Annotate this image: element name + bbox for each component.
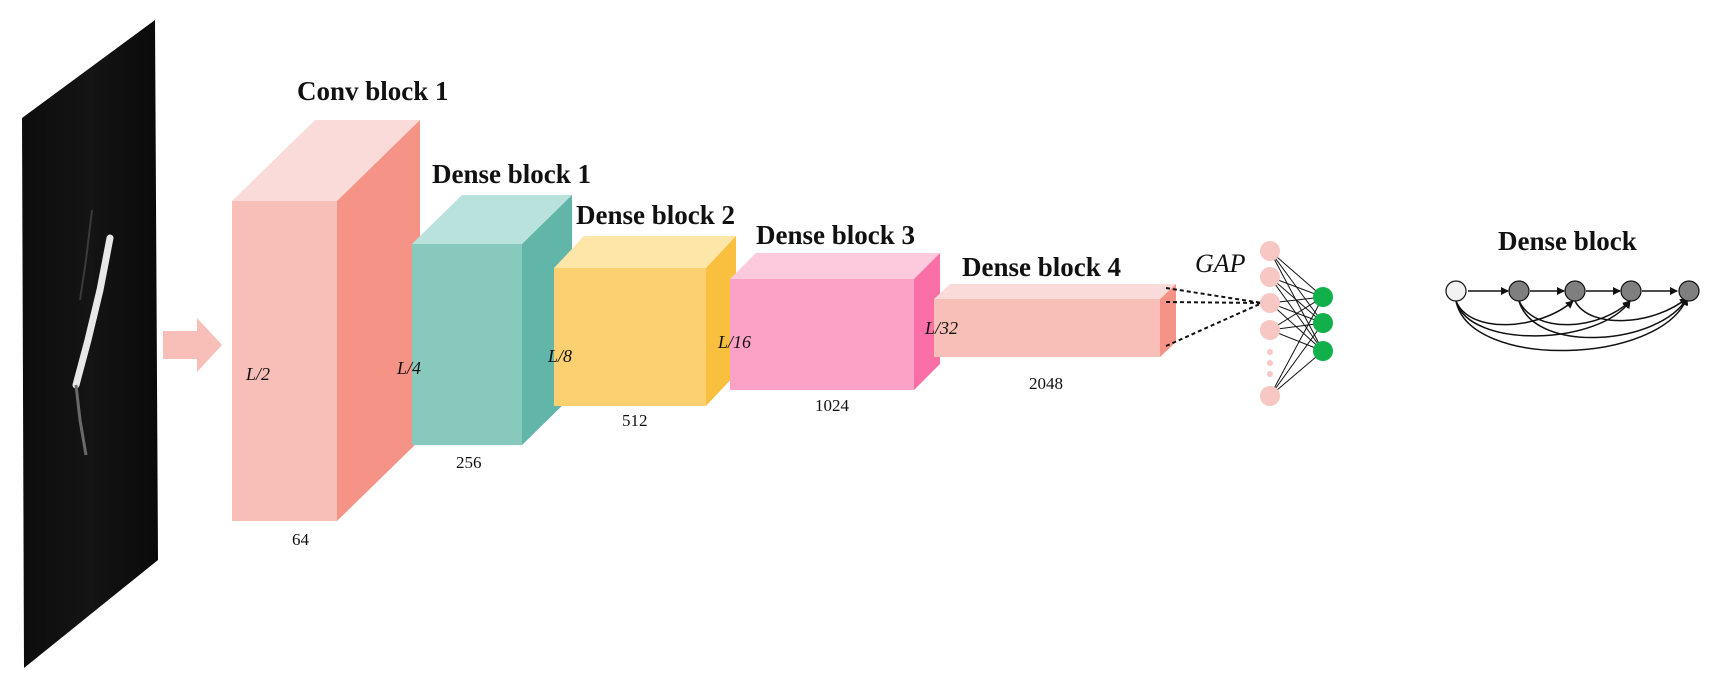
block-title: Dense block 2 xyxy=(576,200,735,230)
conv-block-1: Conv block 1 L/2 64 xyxy=(232,76,449,549)
block-front-face xyxy=(934,299,1160,357)
block-front-face xyxy=(412,244,522,445)
gap-neuron xyxy=(1260,293,1280,313)
block-title: Conv block 1 xyxy=(297,76,449,106)
output-neuron xyxy=(1313,313,1333,333)
block-side-face xyxy=(337,120,420,521)
block-resolution-label: L/16 xyxy=(717,332,751,352)
dense-block-4: Dense block 4 L/32 2048 xyxy=(924,252,1176,393)
block-resolution-label: L/2 xyxy=(245,364,270,384)
block-top-face xyxy=(934,284,1176,299)
block-front-face xyxy=(554,268,706,406)
block-top-face xyxy=(232,120,420,201)
dense-block-2: Dense block 2 L/8 512 xyxy=(547,200,736,430)
output-neuron xyxy=(1313,287,1333,307)
ellipsis-dot xyxy=(1267,371,1273,377)
block-side-face xyxy=(1160,284,1176,357)
input-arrow xyxy=(163,318,222,372)
block-top-face xyxy=(554,236,736,268)
dense-layer-node xyxy=(1678,280,1700,302)
block-front-face xyxy=(730,279,914,390)
gap-neuron xyxy=(1260,386,1280,406)
dense-layer-node xyxy=(1620,280,1642,302)
block-channels-label: 256 xyxy=(456,453,482,472)
block-channels-label: 512 xyxy=(622,411,648,430)
gap-neuron xyxy=(1260,267,1280,287)
block-side-face xyxy=(914,253,940,390)
output-neuron xyxy=(1313,341,1333,361)
gap-connectors xyxy=(1165,287,1263,347)
dense-layer-node xyxy=(1508,280,1530,302)
block-side-face xyxy=(706,236,736,406)
block-title: Dense block 4 xyxy=(962,252,1121,282)
block-front-face xyxy=(232,201,337,521)
block-channels-label: 64 xyxy=(292,530,310,549)
block-resolution-label: L/4 xyxy=(396,358,421,378)
dense-block-3: Dense block 3 L/16 1024 xyxy=(717,220,940,415)
block-channels-label: 2048 xyxy=(1029,374,1063,393)
dense-block-1: Dense block 1 L/4 256 xyxy=(396,159,591,472)
ellipsis-dot xyxy=(1267,349,1273,355)
block-resolution-label: L/32 xyxy=(924,318,958,338)
block-top-face xyxy=(412,195,572,244)
gap-label: GAP xyxy=(1195,249,1246,278)
dense-block-diagram: Dense block xyxy=(1445,226,1700,352)
dense-layer-node xyxy=(1564,280,1586,302)
block-resolution-label: L/8 xyxy=(547,346,572,366)
block-title: Dense block 1 xyxy=(432,159,591,189)
dense-input-node xyxy=(1445,280,1467,302)
input-image xyxy=(22,20,158,668)
block-top-face xyxy=(730,253,940,279)
block-channels-label: 1024 xyxy=(815,396,850,415)
ellipsis-dot xyxy=(1267,360,1273,366)
gap-neuron xyxy=(1260,241,1280,261)
fully-connected-layer xyxy=(1260,241,1333,406)
gap-neuron xyxy=(1260,320,1280,340)
block-title: Dense block 3 xyxy=(756,220,915,250)
dense-block-diagram-title: Dense block xyxy=(1498,226,1637,256)
